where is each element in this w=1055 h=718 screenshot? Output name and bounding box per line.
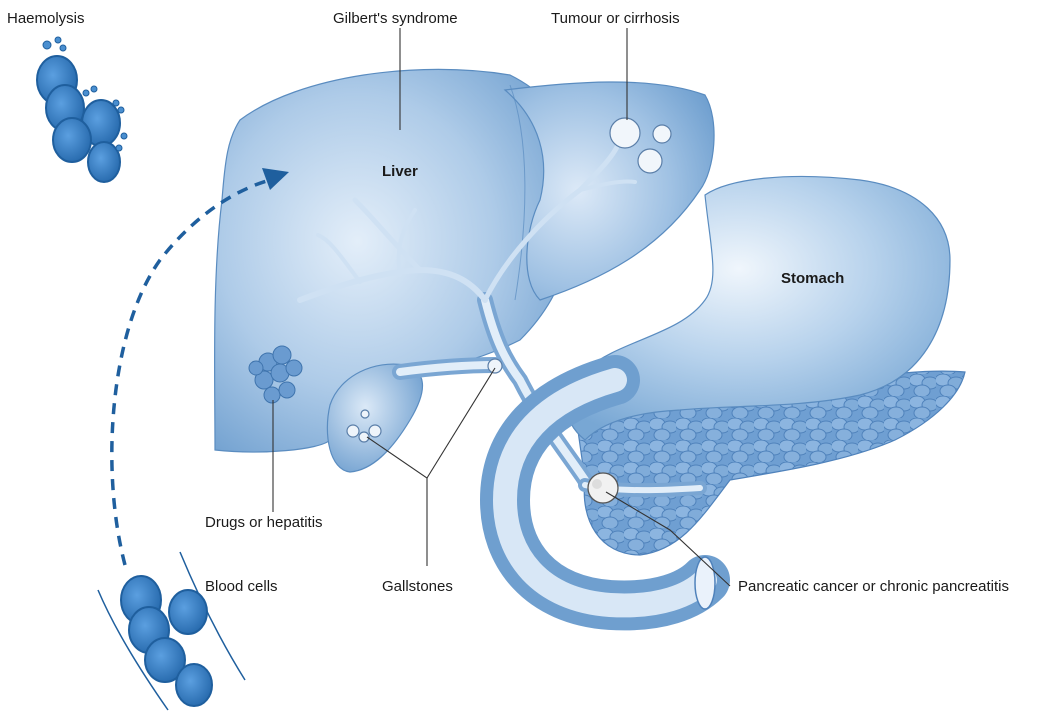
pancreatic-lesion — [588, 473, 618, 503]
label-stomach: Stomach — [781, 270, 844, 287]
haemolysis-cells — [37, 56, 120, 182]
label-haemolysis: Haemolysis — [7, 10, 85, 28]
label-blood-cells: Blood cells — [205, 578, 278, 596]
label-pancreatic-cancer: Pancreatic cancer or chronic pancreatiti… — [738, 578, 1009, 596]
blood-cells — [121, 576, 212, 706]
label-drugs-hepatitis: Drugs or hepatitis — [205, 514, 323, 532]
label-gallstones: Gallstones — [382, 578, 453, 596]
label-liver: Liver — [382, 163, 418, 180]
blood-vessel — [98, 552, 245, 710]
label-gilberts-syndrome: Gilbert's syndrome — [333, 10, 458, 28]
label-tumour-cirrhosis: Tumour or cirrhosis — [551, 10, 680, 28]
